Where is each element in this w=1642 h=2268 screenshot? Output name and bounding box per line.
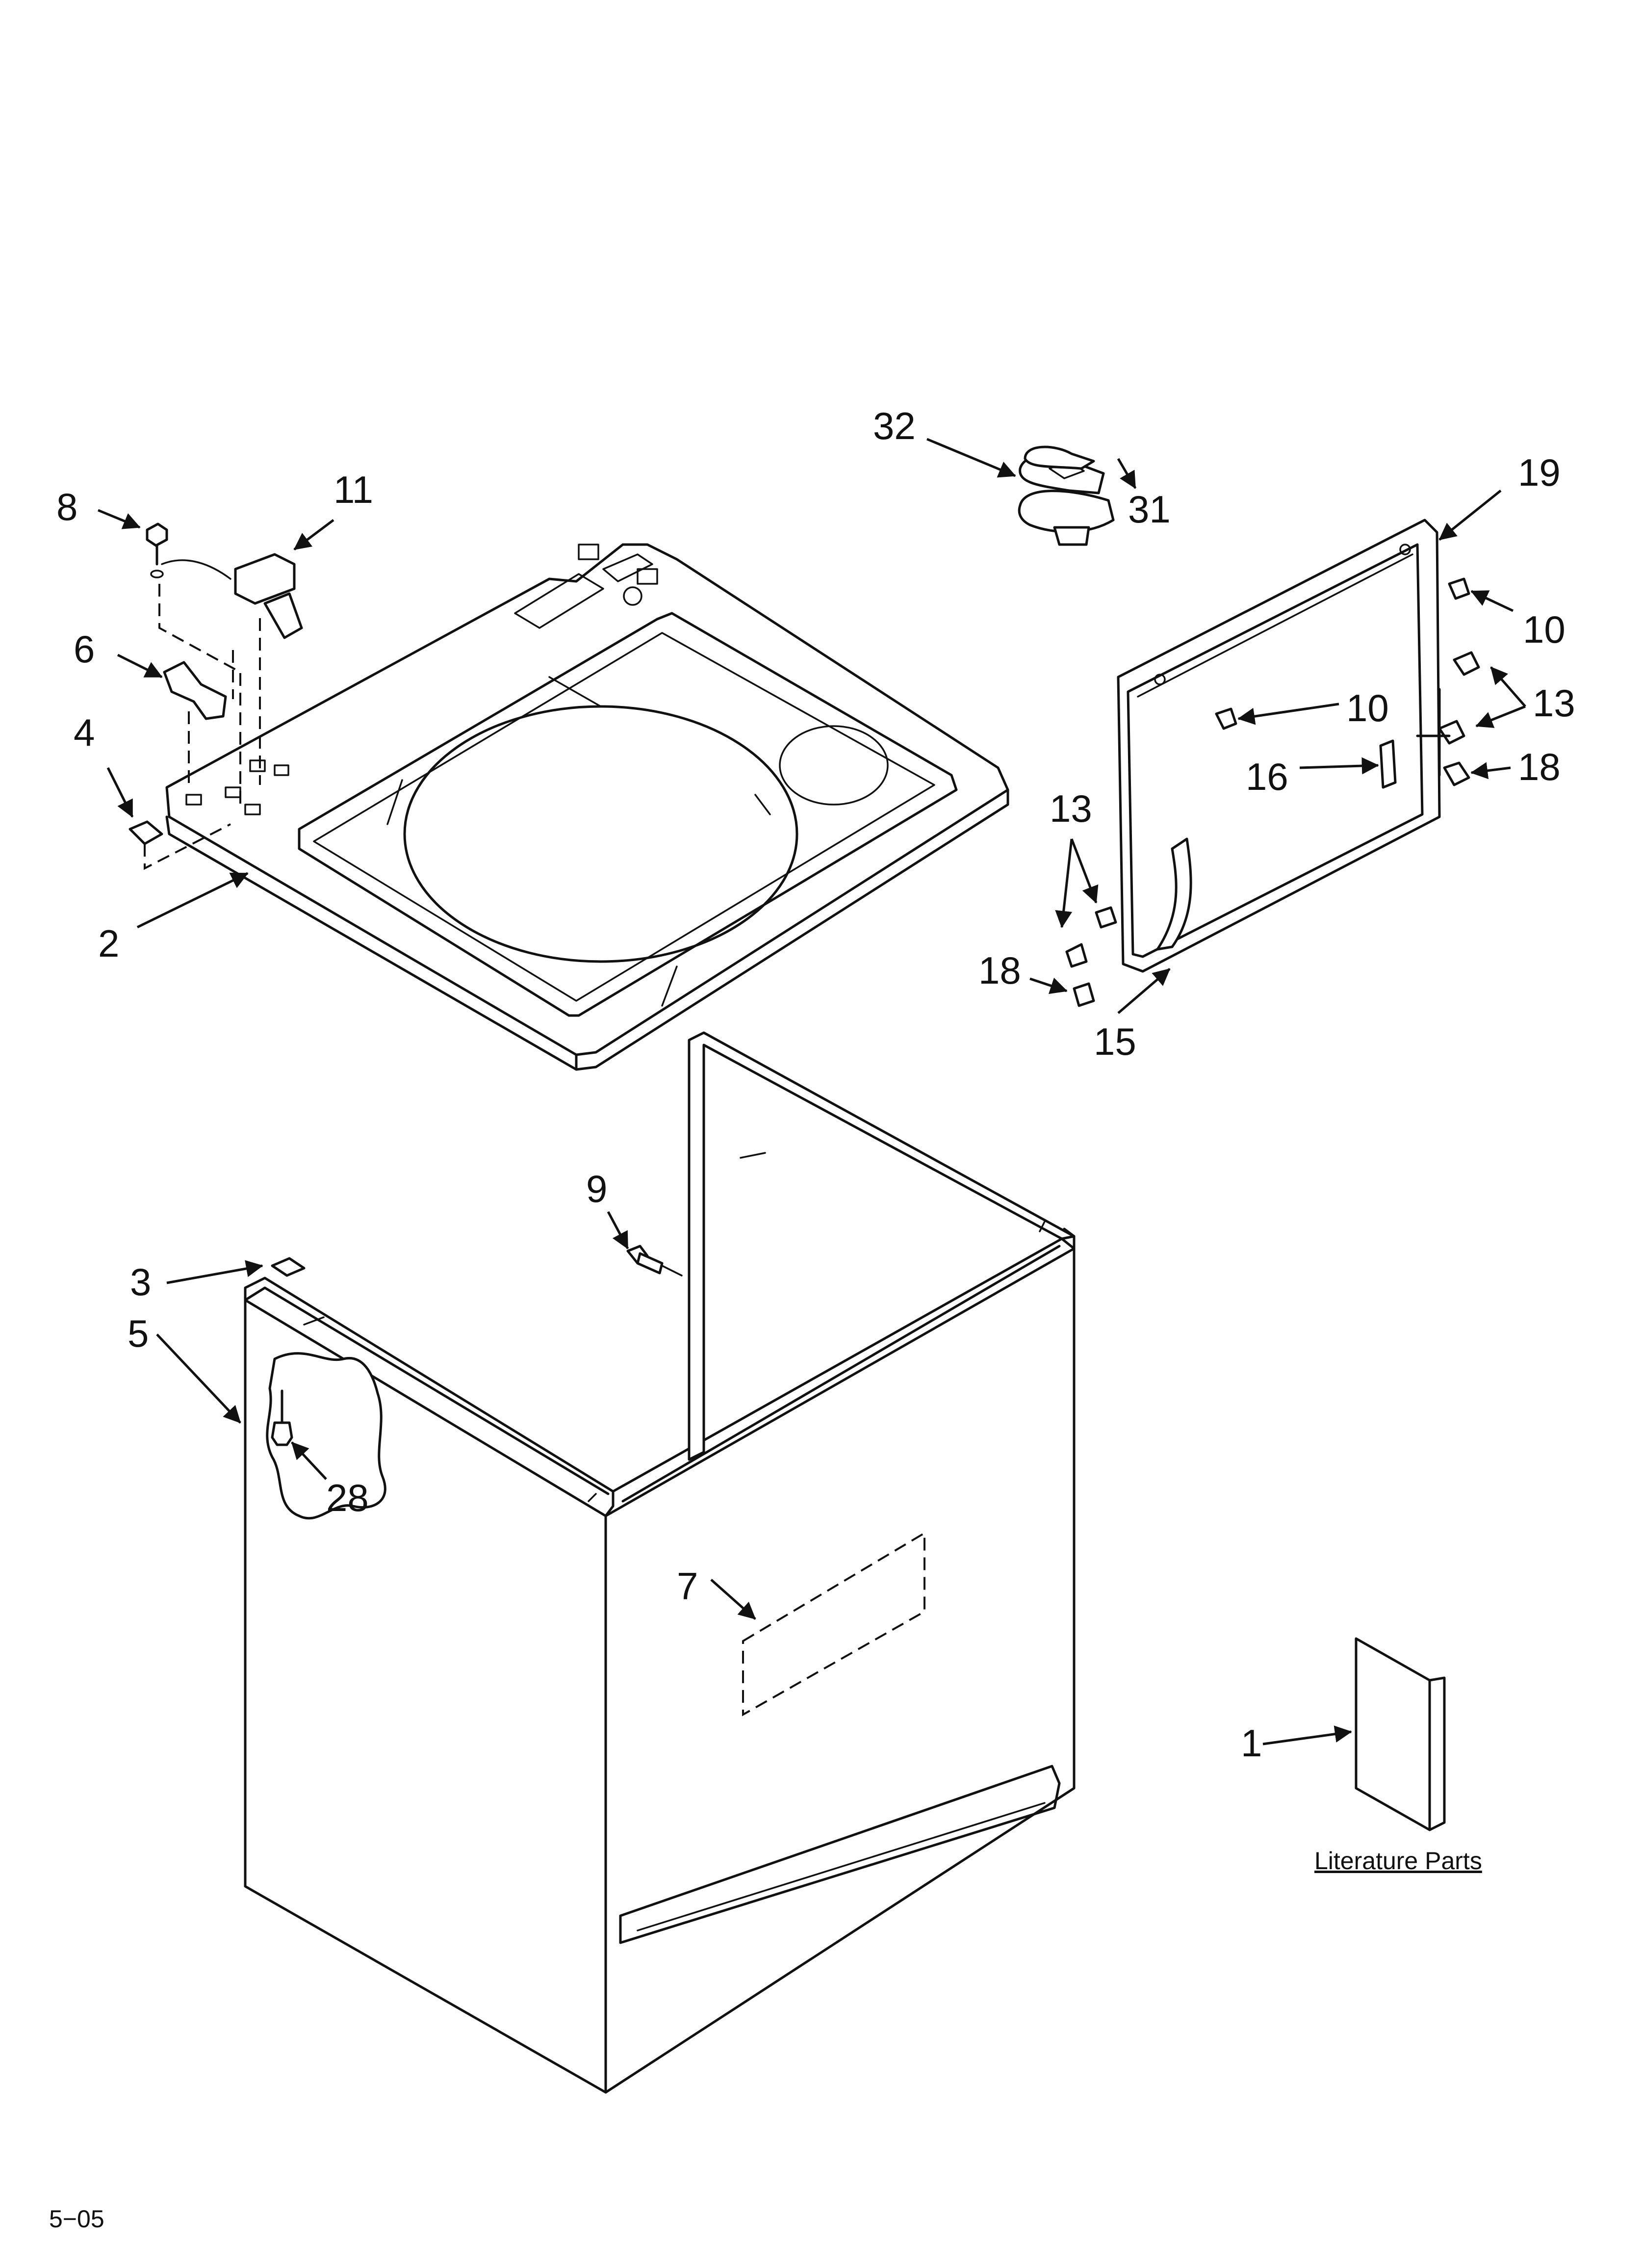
callout-16: 16 <box>1246 755 1288 798</box>
callout-13-left: 13 <box>1050 787 1092 830</box>
lid-switch-assembly <box>146 522 303 805</box>
callout-labels: 1 2 3 4 5 6 7 8 9 10 10 11 13 13 15 16 1… <box>49 404 1575 2233</box>
softener-dispenser <box>1018 445 1115 546</box>
screw-9 <box>626 1245 683 1277</box>
callout-19: 19 <box>1518 451 1561 494</box>
callout-11: 11 <box>334 468 373 511</box>
callout-7: 7 <box>677 1564 698 1608</box>
callout-31: 31 <box>1128 488 1171 531</box>
callout-10-lower: 10 <box>1346 686 1389 730</box>
cabinet-cutaway <box>266 1352 386 1520</box>
lid <box>1117 519 1441 973</box>
callout-4: 4 <box>74 711 95 754</box>
callout-18-right: 18 <box>1518 745 1561 788</box>
revision-code: 5−05 <box>49 2205 104 2233</box>
clip-part <box>163 661 227 785</box>
callout-18-left: 18 <box>978 949 1021 992</box>
cabinet <box>244 1031 1076 2094</box>
callout-13-right: 13 <box>1533 681 1575 725</box>
callout-9: 9 <box>586 1167 607 1210</box>
callout-3: 3 <box>130 1260 151 1303</box>
top-panel <box>165 543 1009 1071</box>
callout-2: 2 <box>98 922 119 965</box>
literature-booklet <box>1355 1637 1446 1831</box>
clip-3 <box>271 1257 306 1277</box>
literature-parts-label: Literature Parts <box>1314 1847 1482 1875</box>
callout-15: 15 <box>1094 1020 1136 1063</box>
callout-10-upper: 10 <box>1523 608 1565 651</box>
leader-lines <box>98 438 1526 1746</box>
callout-1: 1 <box>1241 1721 1262 1765</box>
clip-nut <box>128 820 231 870</box>
lid-hardware <box>1065 577 1480 1007</box>
callout-5: 5 <box>128 1312 149 1355</box>
callout-8: 8 <box>56 485 77 528</box>
callout-32: 32 <box>873 404 916 447</box>
callout-28: 28 <box>326 1476 369 1519</box>
callout-6: 6 <box>74 627 95 671</box>
